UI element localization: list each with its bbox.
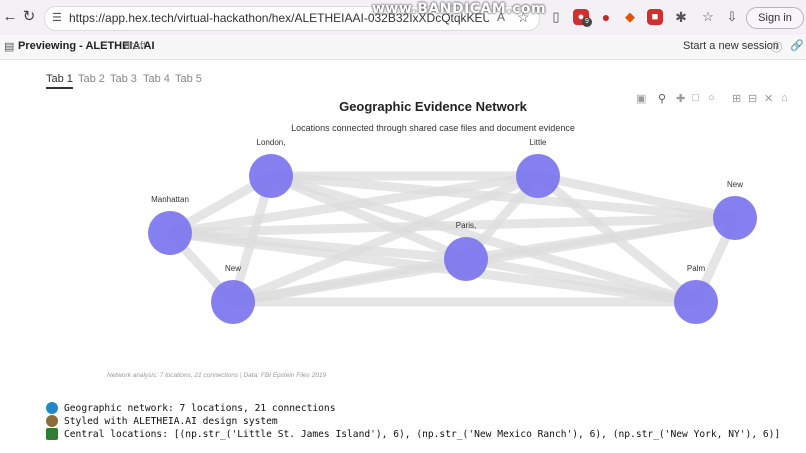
node-new_york[interactable] [713,196,757,240]
zoom-out-icon[interactable]: ⊟ [748,93,758,105]
console-line: Styled with ALETHEIA.AI design system [46,415,278,427]
edge-paris-palm_beach [465,254,697,307]
console-line-text: Central locations: [(np.str_('Little St.… [64,429,781,440]
back-icon[interactable]: ← [2,8,18,25]
edge-little_st_james-palm_beach [535,172,699,306]
node-palm_beach[interactable] [674,280,718,324]
address-bar[interactable]: ☰ https://app.hex.tech/virtual-hackathon… [44,6,540,31]
download-icon[interactable]: ⇩ [726,9,738,24]
edge-layer [166,171,740,307]
tomato-extension-icon[interactable]: ● [601,9,611,25]
node-label-little_st_james: Little [530,138,547,147]
node-label-new_york: New [727,180,743,189]
red-extension-icon[interactable]: ■ [647,9,663,25]
node-label-manhattan: Manhattan [151,195,189,204]
edge-london-new_york [270,171,736,223]
node-london[interactable] [249,154,293,198]
tab-1[interactable]: Tab 1 [46,73,73,89]
tab-3[interactable]: Tab 3 [110,73,137,85]
node-paris[interactable] [444,237,488,281]
draft-status: draft [124,40,147,52]
edge-little_st_james-new_york [537,171,736,223]
node-new_mexico[interactable] [211,280,255,324]
app-header: ▤ Previewing - ALETHEIA.AI draft Start a… [0,35,806,60]
pan-icon[interactable]: ✚ [676,93,686,105]
reader-mode-icon[interactable]: A [497,10,506,24]
start-session-button[interactable]: Start a new session [683,40,779,52]
zoom-in-icon[interactable]: ⊞ [732,93,742,105]
extension-icon[interactable]: ● 9 [573,9,592,27]
tab-2[interactable]: Tab 2 [78,73,105,85]
console-line-text: Geographic network: 7 locations, 21 conn… [64,403,336,414]
lasso-icon[interactable]: ○ [708,92,715,104]
edge-paris-new_york [465,213,736,264]
info-icon[interactable]: ⓘ [771,42,782,54]
puzzle-extensions-icon[interactable]: ✱ [675,9,687,25]
tab-5[interactable]: Tab 5 [175,73,202,85]
node-little_st_james[interactable] [516,154,560,198]
console-line: Central locations: [(np.str_('Little St.… [46,428,780,440]
node-layer [148,154,757,324]
notebook-icon: ▤ [4,41,15,53]
chart-footnote: Network analysis: 7 locations, 21 connec… [107,372,327,379]
node-label-new_mexico: New [225,264,241,273]
favorites-icon[interactable]: ☆ [702,9,714,24]
extension-badge: 9 [582,17,592,27]
node-label-paris: Paris, [456,221,476,230]
link-icon[interactable]: 🔗 [790,40,804,52]
zoom-icon[interactable]: ⚲ [658,93,667,105]
reload-icon[interactable]: ↻ [22,8,36,25]
globe-icon [46,402,58,414]
camera-icon[interactable]: ▣ [636,93,647,105]
tab-4[interactable]: Tab 4 [143,73,170,85]
console-line-text: Styled with ALETHEIA.AI design system [64,416,278,427]
node-label-london: London, [257,138,286,147]
console-line: Geographic network: 7 locations, 21 conn… [46,402,335,414]
node-manhattan[interactable] [148,211,192,255]
browser-toolbar: ← ↻ ☰ https://app.hex.tech/virtual-hacka… [0,0,806,36]
node-label-palm_beach: Palm [687,264,706,273]
fox-extension-icon[interactable]: ◆ [625,9,635,24]
project-title: Previewing - ALETHEIA.AI [18,40,155,52]
url-text[interactable]: https://app.hex.tech/virtual-hackathon/h… [69,11,489,25]
palette-icon [46,415,58,427]
box-select-icon[interactable]: □ [692,92,699,104]
chart-subtitle: Locations connected through shared case … [291,123,575,133]
autoscale-icon[interactable]: ✕ [764,93,774,105]
network-chart: Geographic Evidence Network Locations co… [107,99,757,379]
sign-in-button[interactable]: Sign in [746,7,804,29]
chart-title: Geographic Evidence Network [339,99,528,114]
site-info-icon[interactable]: ☰ [52,12,62,24]
reset-home-icon[interactable]: ⌂ [781,92,788,104]
edge-new_mexico-little_st_james [231,171,540,307]
bookmark-star-icon[interactable]: ☆ [517,9,530,25]
reading-list-icon[interactable]: ▯ [552,9,560,24]
bar-chart-icon [46,428,58,440]
recording-watermark: www.BANDICAM.com [372,1,547,17]
